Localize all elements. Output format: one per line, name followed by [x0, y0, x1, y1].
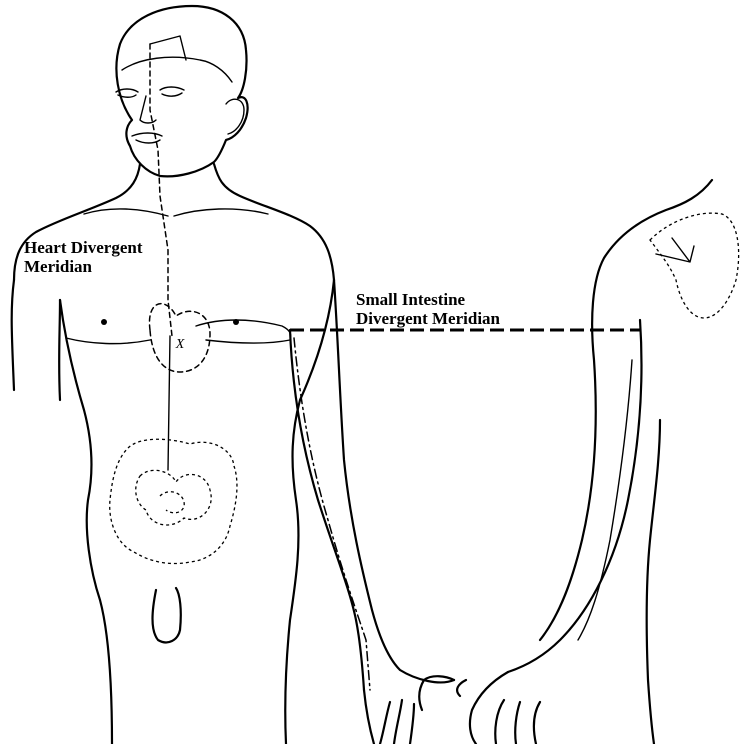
face-meridian-line	[150, 36, 186, 60]
genitals	[153, 588, 181, 642]
heart-to-intestine-line	[168, 336, 170, 470]
small-intestine-divergent-meridian-label: Small Intestine Divergent Meridian	[356, 290, 500, 328]
si-label-line-1: Small Intestine	[356, 290, 500, 309]
side-arm-back	[647, 420, 660, 744]
front-hand	[364, 676, 454, 744]
heart-meridian-lines	[150, 36, 186, 470]
si-label-line-2: Divergent Meridian	[356, 309, 500, 328]
nose	[140, 96, 156, 123]
side-arm-inner	[508, 320, 642, 672]
hairline	[122, 57, 232, 82]
shoulder-notch	[656, 238, 694, 262]
scapula-outline	[650, 213, 739, 318]
heart-label-line-2: Meridian	[24, 257, 142, 276]
heart-point-marker: X	[175, 337, 185, 352]
front-body-figure	[12, 6, 454, 744]
clavicles	[84, 209, 268, 216]
side-back-outline	[540, 180, 712, 640]
side-body-figure	[457, 180, 739, 744]
front-right-arm	[290, 280, 454, 690]
left-arm	[12, 280, 60, 400]
intestines	[110, 439, 237, 563]
heart-label-line-1: Heart Divergent	[24, 238, 142, 257]
right-eye	[160, 87, 184, 96]
left-nipple	[101, 319, 107, 325]
torso-outline	[60, 280, 334, 744]
right-nipple	[233, 319, 239, 325]
heart-divergent-meridian-label: Heart Divergent Meridian	[24, 238, 142, 276]
mouth	[132, 133, 162, 143]
side-hand	[457, 672, 540, 744]
si-arm-line	[578, 360, 632, 640]
